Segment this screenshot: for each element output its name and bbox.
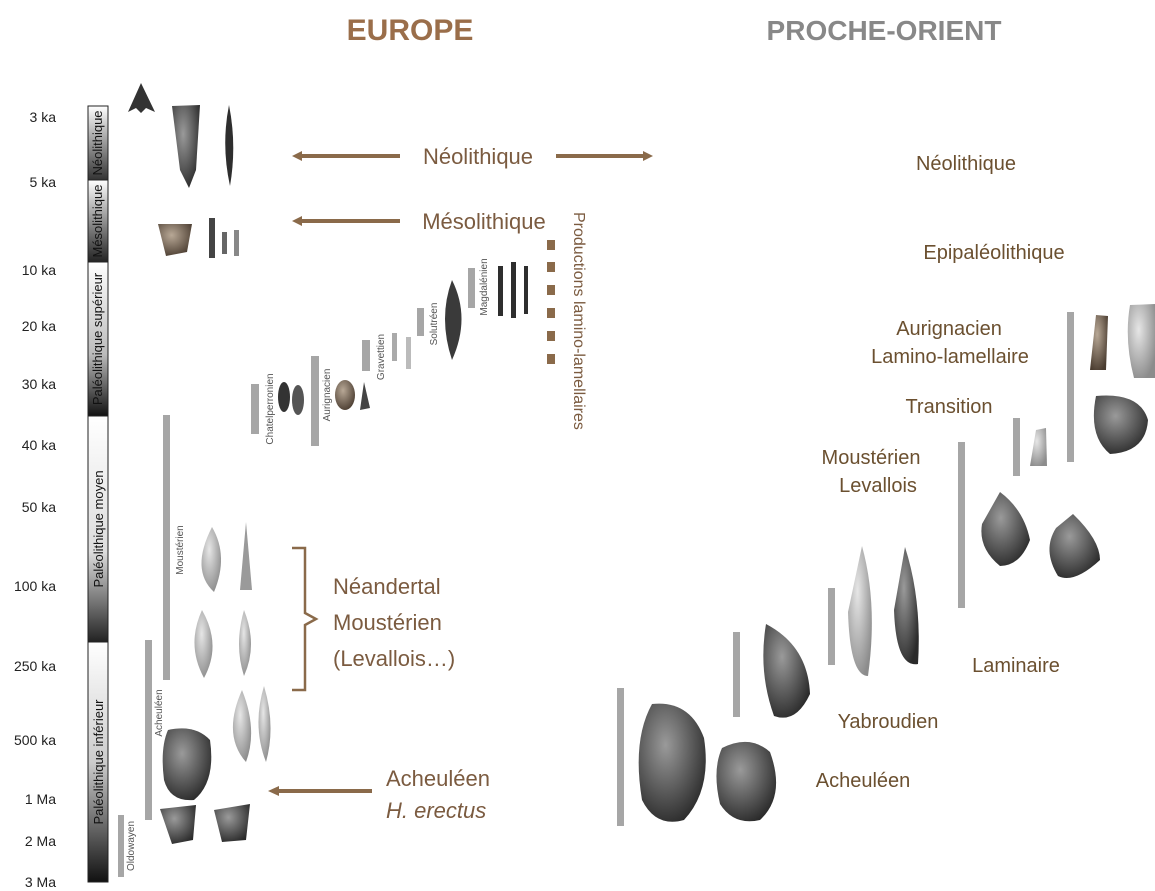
stone-tool-icon — [160, 805, 196, 844]
productions-dashed-line — [547, 240, 555, 364]
stone-tool-icon — [239, 610, 251, 676]
stone-tool-icon — [209, 218, 215, 258]
stone-tool-icon — [639, 704, 706, 822]
neandertal-bracket — [292, 548, 316, 690]
stone-tool-icon — [201, 527, 221, 592]
culture-magdalenien: Magdalénien — [479, 258, 490, 315]
tick-label: 500 ka — [14, 732, 56, 748]
label-lamino-lamellaire: Lamino-lamellaire — [871, 346, 1029, 368]
period-paleo-superieur: Paléolithique supérieur — [90, 272, 105, 405]
mesolithique-arrow — [292, 216, 400, 226]
header-europe: EUROPE — [347, 14, 474, 47]
stone-tool-icon — [335, 380, 355, 410]
stone-tool-icon — [194, 610, 212, 678]
stone-tool-icon — [763, 624, 810, 718]
acheuleen-arrow — [268, 786, 372, 796]
stone-tool-icon — [1090, 315, 1108, 370]
stone-tool-icon — [172, 105, 200, 188]
culture-mousterien-eu: Moustérien — [175, 525, 186, 574]
label-laminaire: Laminaire — [972, 655, 1060, 677]
stone-tool-icon — [258, 686, 270, 762]
tick-label: 100 ka — [14, 578, 56, 594]
tick-label: 5 ka — [30, 174, 57, 190]
stone-tool-icon — [392, 333, 397, 361]
label-neolithique-eu: Néolithique — [423, 144, 533, 169]
stone-tool-icon — [894, 547, 919, 664]
tick-label: 40 ka — [22, 437, 56, 453]
label-mesolithique-eu: Mésolithique — [422, 209, 546, 234]
tick-label: 10 ka — [22, 262, 56, 278]
stone-tool-icon — [1049, 514, 1100, 578]
period-neolithique: Néolithique — [90, 110, 105, 175]
label-mousterien-po: Moustérien — [822, 447, 921, 469]
tick-label: 3 ka — [30, 109, 57, 125]
stone-tool-icon — [158, 224, 192, 256]
proche-orient-tools — [639, 304, 1155, 822]
culture-oldowayen: Oldowayen — [126, 821, 137, 871]
stone-tool-icon — [406, 337, 411, 369]
stone-tool-icon — [511, 262, 516, 318]
culture-acheuleen-eu: Acheuléen — [154, 689, 165, 736]
label-neolithique-po: Néolithique — [916, 153, 1016, 175]
period-paleo-inferieur: Paléolithique inférieur — [91, 699, 106, 825]
period-paleo-moyen: Paléolithique moyen — [91, 470, 106, 587]
header-proche-orient: PROCHE-ORIENT — [767, 15, 1002, 46]
label-yabroudien: Yabroudien — [838, 711, 939, 733]
stone-tool-icon — [222, 232, 227, 254]
europe-tools — [128, 83, 528, 844]
tick-label: 30 ka — [22, 376, 56, 392]
tick-label: 50 ka — [22, 499, 56, 515]
culture-chatelperronien: Chatelperronien — [265, 373, 276, 444]
label-mousterien-eu: Moustérien — [333, 610, 442, 635]
stone-tool-icon — [1030, 428, 1047, 466]
stone-tool-icon — [848, 546, 872, 676]
stone-tool-icon — [234, 230, 239, 256]
stone-tool-icon — [225, 105, 233, 186]
label-erectus: H. erectus — [386, 798, 486, 823]
time-axis: 3 ka 5 ka 10 ka 20 ka 30 ka 40 ka 50 ka … — [14, 109, 56, 890]
stone-tool-icon — [214, 804, 250, 842]
stone-tool-icon — [233, 690, 251, 762]
stone-tool-icon — [981, 492, 1030, 566]
stone-tool-icon — [716, 742, 776, 821]
tick-label: 2 Ma — [25, 833, 56, 849]
label-productions: Productions lamino-lamellaires — [570, 212, 587, 430]
tick-label: 1 Ma — [25, 791, 56, 807]
stone-tool-icon — [1094, 396, 1148, 455]
stone-tool-icon — [292, 385, 304, 415]
label-acheuleen-eu: Acheuléen — [386, 766, 490, 791]
tick-label: 20 ka — [22, 318, 56, 334]
tick-label: 250 ka — [14, 658, 56, 674]
label-levallois-po: Levallois — [839, 475, 917, 497]
stone-tool-icon — [240, 522, 252, 590]
label-acheuleen-po: Acheuléen — [816, 770, 911, 792]
label-transition: Transition — [905, 396, 992, 418]
tick-label: 3 Ma — [25, 874, 56, 890]
label-neandertal: Néandertal — [333, 574, 441, 599]
stone-tool-icon — [163, 728, 212, 800]
stone-tool-icon — [524, 266, 528, 314]
label-levallois-eu: (Levallois…) — [333, 646, 455, 671]
culture-gravettien: Gravettien — [376, 334, 387, 380]
arrowhead-icon — [128, 83, 155, 113]
stone-tool-icon — [360, 382, 370, 410]
stone-tool-icon — [1128, 304, 1155, 378]
period-column: Néolithique Mésolithique Paléolithique s… — [88, 106, 108, 882]
culture-solutreen: Solutréen — [429, 303, 440, 346]
culture-aurignacien-eu: Aurignacien — [322, 369, 333, 422]
stone-tool-icon — [445, 280, 462, 360]
period-mesolithique: Mésolithique — [90, 185, 105, 258]
label-aurignacien-po: Aurignacien — [896, 318, 1002, 340]
label-epipaleolithique: Epipaléolithique — [923, 242, 1064, 264]
stone-tool-icon — [278, 382, 290, 412]
stone-tool-icon — [498, 266, 503, 316]
